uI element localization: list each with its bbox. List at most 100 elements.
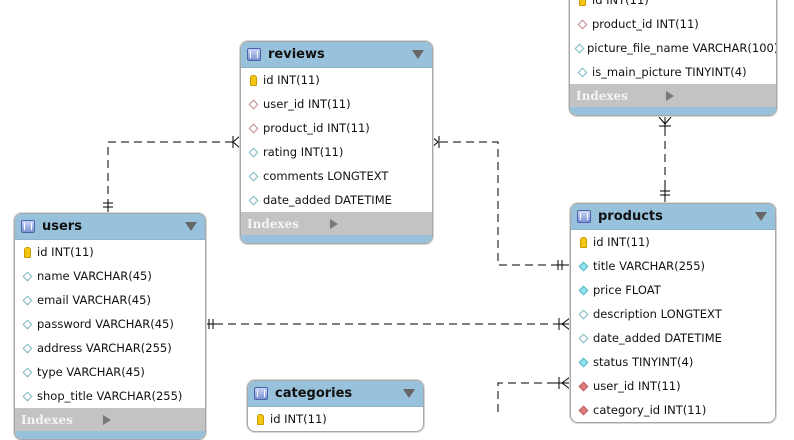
relationship-lines	[103, 116, 672, 417]
table-footer	[570, 107, 776, 115]
column-row[interactable]: rating INT(11)	[241, 140, 432, 164]
column-label: address VARCHAR(255)	[37, 341, 172, 355]
column-label: price FLOAT	[593, 283, 661, 297]
column-diamond-icon	[577, 356, 589, 368]
column-row[interactable]: id INT(11)	[571, 230, 775, 254]
column-label: email VARCHAR(45)	[37, 293, 151, 307]
table-header[interactable]: products	[571, 204, 775, 230]
foreign-key-diamond-icon	[577, 380, 589, 392]
column-diamond-icon	[21, 270, 33, 282]
table-name: users	[42, 219, 82, 234]
table-reviews[interactable]: reviews id INT(11) user_id INT(11) product_…	[240, 41, 433, 244]
column-row[interactable]: id INT(11)	[241, 68, 432, 92]
column-label: id INT(11)	[270, 412, 327, 426]
indexes-label: Indexes	[576, 88, 628, 103]
column-row[interactable]: picture_file_name VARCHAR(100)	[570, 36, 776, 60]
table-name: products	[598, 209, 663, 224]
column-label: date_added DATETIME	[593, 331, 722, 345]
column-row[interactable]: name VARCHAR(45)	[15, 264, 205, 288]
table-header[interactable]: users	[15, 214, 205, 240]
link-products-users-fk	[497, 382, 555, 417]
column-row[interactable]: product_id INT(11)	[241, 116, 432, 140]
column-diamond-icon	[247, 146, 259, 158]
foreign-key-diamond-icon	[576, 18, 588, 30]
expand-triangle-icon[interactable]	[103, 414, 193, 425]
table-icon	[21, 220, 35, 233]
column-label: id INT(11)	[263, 73, 320, 87]
column-diamond-icon	[21, 342, 33, 354]
link-reviews-products	[440, 141, 555, 266]
column-row[interactable]: address VARCHAR(255)	[15, 336, 205, 360]
column-diamond-icon	[577, 308, 589, 320]
column-row[interactable]: id INT(11)	[248, 407, 423, 431]
column-row[interactable]: date_added DATETIME	[571, 326, 775, 350]
column-label: date_added DATETIME	[263, 193, 392, 207]
table-products[interactable]: products id INT(11) title VARCHAR(255) pric…	[570, 203, 776, 423]
column-row[interactable]: id INT(11)	[15, 240, 205, 264]
primary-key-icon	[247, 74, 259, 86]
indexes-section[interactable]: Indexes	[570, 84, 776, 107]
column-row[interactable]: shop_title VARCHAR(255)	[15, 384, 205, 408]
table-header[interactable]: categories	[248, 381, 423, 407]
column-label: shop_title VARCHAR(255)	[37, 389, 183, 403]
column-diamond-icon	[577, 284, 589, 296]
column-label: password VARCHAR(45)	[37, 317, 174, 331]
column-label: user_id INT(11)	[263, 97, 351, 111]
column-row[interactable]: user_id INT(11)	[241, 92, 432, 116]
column-row[interactable]: comments LONGTEXT	[241, 164, 432, 188]
column-row[interactable]: user_id INT(11)	[571, 374, 775, 398]
table-categories[interactable]: categories id INT(11)	[247, 380, 424, 432]
table-icon	[254, 387, 268, 400]
primary-key-icon	[576, 0, 588, 6]
column-row[interactable]: is_main_picture TINYINT(4)	[570, 60, 776, 84]
indexes-section[interactable]: Indexes	[15, 408, 205, 431]
column-label: id INT(11)	[593, 235, 650, 249]
column-diamond-icon	[577, 332, 589, 344]
column-label: id INT(11)	[37, 245, 94, 259]
column-row[interactable]: description LONGTEXT	[571, 302, 775, 326]
table-users[interactable]: users id INT(11) name VARCHAR(45) email VAR…	[14, 213, 206, 440]
column-label: is_main_picture TINYINT(4)	[592, 65, 747, 79]
column-row[interactable]: password VARCHAR(45)	[15, 312, 205, 336]
indexes-label: Indexes	[21, 412, 73, 427]
column-label: product_id INT(11)	[592, 17, 699, 31]
column-label: category_id INT(11)	[593, 403, 707, 417]
column-diamond-icon	[577, 260, 589, 272]
column-row[interactable]: category_id INT(11)	[571, 398, 775, 422]
column-label: product_id INT(11)	[263, 121, 370, 135]
link-reviews-users	[107, 141, 233, 205]
table-footer	[15, 431, 205, 439]
column-diamond-icon	[21, 294, 33, 306]
collapse-triangle-icon[interactable]	[412, 50, 424, 59]
column-row[interactable]: price FLOAT	[571, 278, 775, 302]
indexes-label: Indexes	[247, 216, 299, 231]
foreign-key-diamond-icon	[247, 122, 259, 134]
column-row[interactable]: id INT(11)	[570, 0, 776, 12]
collapse-triangle-icon[interactable]	[755, 212, 767, 221]
column-row[interactable]: email VARCHAR(45)	[15, 288, 205, 312]
table-header[interactable]: reviews	[241, 42, 432, 68]
column-label: comments LONGTEXT	[263, 169, 389, 183]
table-pictures[interactable]: id INT(11) product_id INT(11) picture_file…	[569, 0, 777, 116]
column-row[interactable]: status TINYINT(4)	[571, 350, 775, 374]
foreign-key-diamond-icon	[247, 98, 259, 110]
table-name: reviews	[268, 47, 325, 62]
collapse-triangle-icon[interactable]	[185, 222, 197, 231]
expand-triangle-icon[interactable]	[329, 218, 421, 229]
column-diamond-icon	[21, 390, 33, 402]
column-diamond-icon	[247, 194, 259, 206]
primary-key-icon	[21, 246, 33, 258]
expand-triangle-icon[interactable]	[666, 90, 764, 101]
collapse-triangle-icon[interactable]	[403, 389, 415, 398]
column-diamond-icon	[247, 170, 259, 182]
foreign-key-diamond-icon	[577, 404, 589, 416]
column-label: status TINYINT(4)	[593, 355, 694, 369]
primary-key-icon	[577, 236, 589, 248]
column-row[interactable]: date_added DATETIME	[241, 188, 432, 212]
column-row[interactable]: type VARCHAR(45)	[15, 360, 205, 384]
table-icon	[577, 210, 591, 223]
column-row[interactable]: product_id INT(11)	[570, 12, 776, 36]
column-label: rating INT(11)	[263, 145, 344, 159]
indexes-section[interactable]: Indexes	[241, 212, 432, 235]
column-row[interactable]: title VARCHAR(255)	[571, 254, 775, 278]
